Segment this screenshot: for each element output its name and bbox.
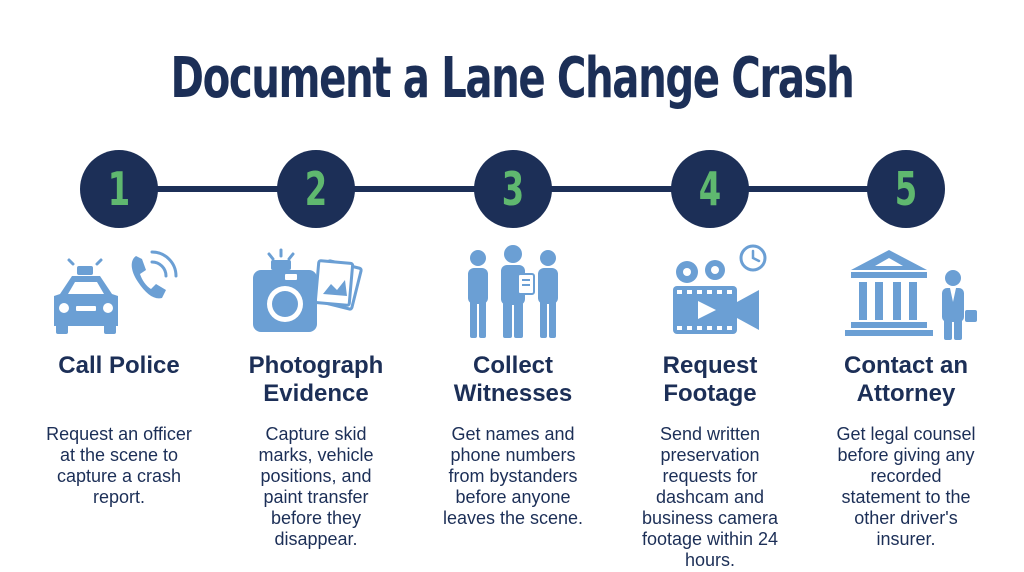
step-4-heading: Request Footage [612,352,808,408]
step-5-desc-line-5: other driver's [854,508,958,528]
step-3-number: 3 [501,162,525,216]
phone-icon [131,250,178,299]
video-camera-icon [673,244,767,334]
step-4-desc-line-5: business camera [641,508,779,528]
step-4-heading-line-2: Footage [663,380,757,407]
step-5-desc-line-6: insurer. [876,529,936,549]
step-3: 3 Collect Witnesses Get names and phone … [415,150,611,529]
step-4-desc-line-2: preservation [660,445,760,465]
step-3-heading: Collect Witnesses [415,352,611,408]
step-1: 1 Call Police Request an officer at the [21,150,217,508]
step-2-heading: Photograph Evidence [218,352,414,408]
step-2-desc-line-4: paint transfer [263,487,369,507]
step-3-desc-line-4: before anyone [455,487,571,507]
step-4: 4 Reque [612,150,808,571]
businessman-icon [942,270,977,340]
step-3-description: Get names and phone numbers from bystand… [415,424,611,529]
step-1-heading-line-1: Call Police [58,352,180,379]
step-3-number-badge: 3 [474,150,552,228]
step-3-desc-line-3: from bystanders [448,466,578,486]
step-2-description: Capture skid marks, vehicle positions, a… [218,424,414,550]
step-2: 2 Photograph Evidence Capture skid marks… [218,150,414,550]
step-2-desc-line-5: before they [270,508,362,528]
step-4-heading-line-1: Request [662,352,758,379]
step-2-heading-line-1: Photograph [248,352,384,379]
step-2-number-badge: 2 [277,150,355,228]
camera-icon [253,248,363,332]
step-5-number-badge: 5 [867,150,945,228]
clock-icon [739,244,767,272]
step-4-desc-line-6: footage within 24 [641,529,779,549]
step-4-desc-line-1: Send written [659,424,761,444]
step-2-desc-line-3: positions, and [260,466,372,486]
step-5: 5 Contact an Attorney Get legal counsel … [808,150,1004,550]
step-2-desc-line-2: marks, vehicle [258,445,374,465]
police-car-icon [54,250,178,334]
step-5-desc-line-3: recorded [870,466,942,486]
step-2-desc-line-1: Capture skid [265,424,367,444]
step-5-desc-line-1: Get legal counsel [836,424,976,444]
step-5-desc-line-2: before giving any [837,445,975,465]
courthouse-icon [845,250,977,340]
clipboard-icon [517,273,535,295]
step-3-desc-line-5: leaves the scene. [442,508,584,528]
step-5-heading-line-2: Attorney [856,380,956,407]
step-1-heading: Call Police [21,352,217,380]
step-3-desc-line-1: Get names and [451,424,575,444]
page-title: Document a Lane Change Crash [170,46,855,111]
step-2-number: 2 [304,162,328,216]
step-4-desc-line-4: dashcam and [655,487,765,507]
step-4-number-badge: 4 [671,150,749,228]
step-4-description: Send written preservation requests for d… [612,424,808,571]
step-5-number: 5 [894,162,918,216]
step-4-desc-line-3: requests for [662,466,758,486]
step-1-description: Request an officer at the scene to captu… [21,424,217,508]
step-2-heading-line-2: Evidence [263,380,369,407]
step-5-description: Get legal counsel before giving any reco… [808,424,1004,550]
people-icon [468,245,558,338]
step-4-desc-line-7: hours. [684,550,736,570]
step-1-desc-line-1: Request an officer [46,424,192,444]
step-1-desc-line-3: capture a crash [56,466,182,486]
step-5-heading: Contact an Attorney [808,352,1004,408]
step-1-desc-line-2: at the scene to [59,445,179,465]
step-1-number-badge: 1 [80,150,158,228]
step-3-heading-line-1: Collect [472,352,553,379]
step-4-number: 4 [698,162,722,216]
step-1-desc-line-4: report. [92,487,146,507]
step-2-desc-line-6: disappear. [274,529,358,549]
step-5-heading-line-1: Contact an [843,352,968,379]
step-3-desc-line-2: phone numbers [450,445,576,465]
step-5-desc-line-4: statement to the [841,487,971,507]
photos-icon [313,259,363,311]
step-3-heading-line-2: Witnesses [453,380,573,407]
step-1-number: 1 [107,162,131,216]
